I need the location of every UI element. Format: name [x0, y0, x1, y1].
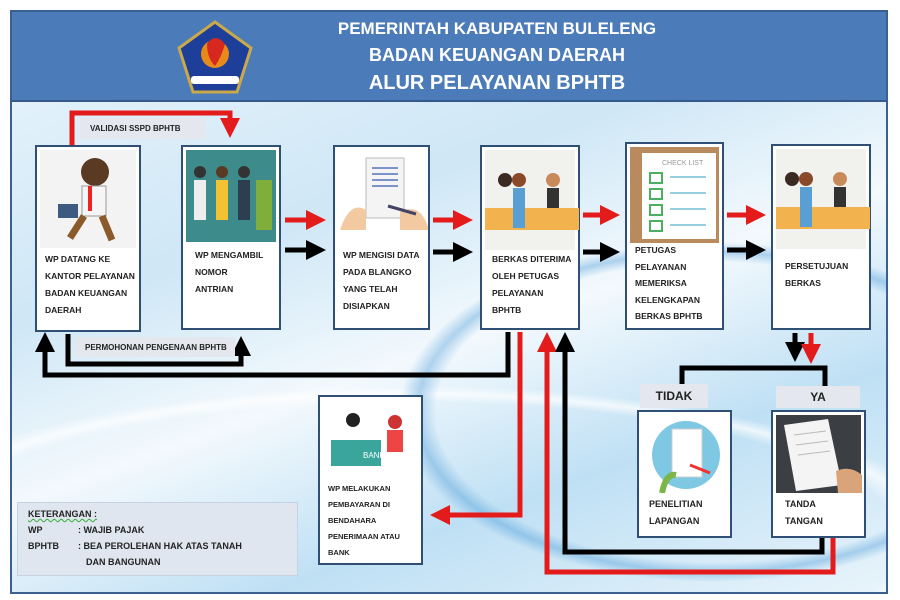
step-4-text: BERKAS DITERIMA OLEH PETUGAS PELAYANAN B… — [492, 254, 572, 315]
step-tanda-tangan-text: TANDA TANGAN — [785, 499, 823, 526]
step-4-berkas-diterima: BERKAS DITERIMA OLEH PETUGAS PELAYANAN B… — [480, 145, 580, 330]
svg-text:CHECK LIST: CHECK LIST — [662, 160, 704, 167]
red-arrow-from-ttd — [537, 332, 836, 575]
black-arrow-permohonan — [65, 334, 251, 367]
step-pembayaran-text: WP MELAKUKAN PEMBAYARAN DI BENDAHARA PEN… — [328, 484, 400, 557]
legend-wp: WP : WAJIB PAJAK — [28, 522, 287, 538]
black-arrow-from-ttd — [555, 332, 825, 555]
red-arrow-to-bank — [430, 332, 523, 525]
service-desk-icon — [485, 150, 579, 250]
clipboard-icon — [642, 415, 727, 494]
checklist-icon: CHECK LIST — [630, 147, 719, 243]
page-title: ALUR PELAYANAN BPHTB — [368, 72, 626, 94]
step-1-datang: WP DATANG KE KANTOR PELAYANAN BADAN KEUA… — [35, 145, 141, 332]
step-penelitian-text: PENELITIAN LAPANGAN — [649, 499, 703, 526]
svg-text:BANK: BANK — [363, 451, 385, 460]
step-3-mengisi-data: WP MENGISI DATA PADA BLANGKO YANG TELAH … — [333, 145, 430, 330]
step-5-pemeriksaan: CHECK LIST PETUGAS PELAYANAN MEMERIKSA K… — [625, 142, 724, 330]
header-line-2: BADAN KEUANGAN DAERAH — [369, 45, 625, 65]
bank-teller-icon: BANK — [323, 400, 418, 478]
legend-key: BPHTB — [28, 541, 59, 551]
legend-title: KETERANGAN : — [28, 509, 97, 519]
service-desk-icon — [776, 149, 870, 249]
step-1-text: WP DATANG KE KANTOR PELAYANAN BADAN KEUA… — [45, 251, 139, 319]
legend-value: : BEA PEROLEHAN HAK ATAS TANAH — [78, 541, 242, 551]
step-tanda-tangan: TANDA TANGAN — [771, 410, 866, 538]
step-pembayaran: BANK WP MELAKUKAN PEMBAYARAN DI BENDAHAR… — [318, 395, 423, 565]
label-permohonan: PERMOHONAN PENGENAAN BPHTB — [75, 337, 235, 357]
step-2-antrian: WP MENGAMBIL NOMOR ANTRIAN — [181, 145, 281, 330]
step-6-text: PERSETUJUAN BERKAS — [785, 261, 849, 288]
legend-value-cont: DAN BANGUNAN — [86, 557, 161, 567]
legend-key: WP — [28, 525, 43, 535]
decision-branch — [679, 365, 828, 388]
legend-keterangan: KETERANGAN : WP : WAJIB PAJAK BPHTB : BEA … — [17, 502, 298, 576]
form-writing-icon — [338, 150, 428, 242]
buleleng-logo-icon — [177, 20, 253, 94]
label-ya: YA — [776, 386, 860, 408]
label-validasi: VALIDASI SSPD BPHTB — [80, 118, 205, 139]
flowchart-canvas: PEMERINTAH KABUPATEN BULELENG BADAN KEUA… — [10, 10, 888, 594]
label-tidak: TIDAK — [640, 384, 708, 408]
header-line-1: PEMERINTAH KABUPATEN BULELENG — [337, 19, 657, 38]
running-man-icon — [40, 150, 136, 248]
queue-machine-icon — [186, 150, 276, 242]
step-6-persetujuan: PERSETUJUAN BERKAS — [771, 144, 871, 330]
step-penelitian-lapangan: PENELITIAN LAPANGAN — [637, 410, 732, 538]
header: PEMERINTAH KABUPATEN BULELENG BADAN KEUA… — [12, 12, 886, 102]
red-arrow-validasi — [69, 110, 240, 145]
black-arrow-return — [35, 332, 511, 378]
legend-value: : WAJIB PAJAK — [78, 525, 145, 535]
signature-icon — [776, 415, 862, 493]
step-2-text: WP MENGAMBIL NOMOR ANTRIAN — [195, 250, 264, 294]
legend-bphtb: BPHTB : BEA PEROLEHAN HAK ATAS TANAH — [28, 538, 287, 554]
step-3-text: WP MENGISI DATA PADA BLANGKO YANG TELAH … — [343, 250, 420, 311]
step-5-text: PETUGAS PELAYANAN MEMERIKSA KELENGKAPAN … — [635, 245, 703, 321]
